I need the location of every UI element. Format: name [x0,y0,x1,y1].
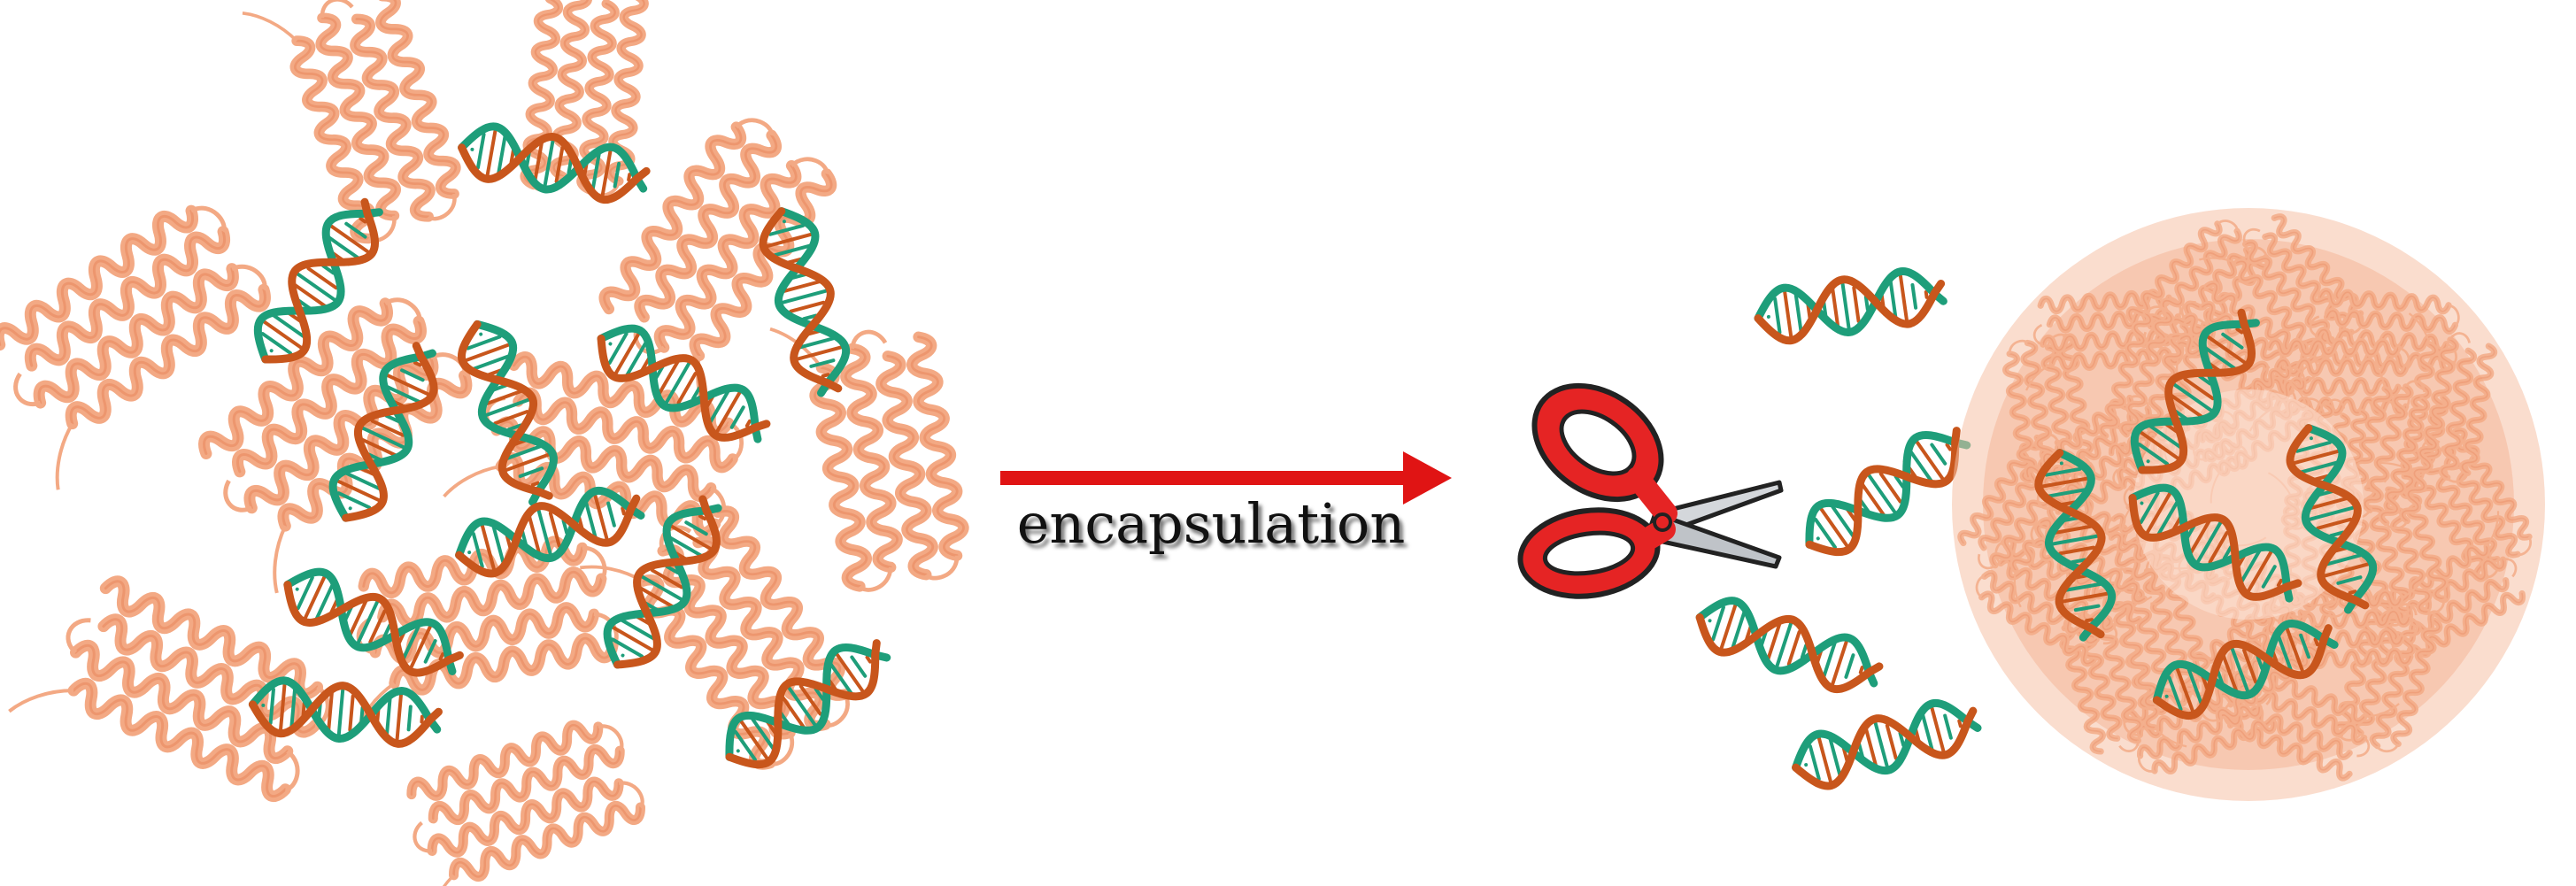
dna-double-helix-icon [756,204,855,397]
dna-double-helix-icon [1789,694,1982,793]
process-arrow [1000,451,1452,505]
protein-helix-bundle-icon [497,0,648,197]
process-label: encapsulation [1016,491,1406,556]
scissors-icon [1517,382,1784,599]
protein-helix-bundle-icon [243,0,470,258]
free-monomers-and-dna [0,0,971,886]
protein-helix-bundle-icon [380,712,658,886]
dna-double-helix-icon [1692,592,1885,700]
dna-double-helix-icon [1755,266,1946,345]
cut-dna-fragments [1692,266,1982,793]
protein-cage-icon [1947,199,2545,801]
dna-double-helix-icon [1794,416,1977,566]
protein-helix-bundle-icon [0,189,295,489]
